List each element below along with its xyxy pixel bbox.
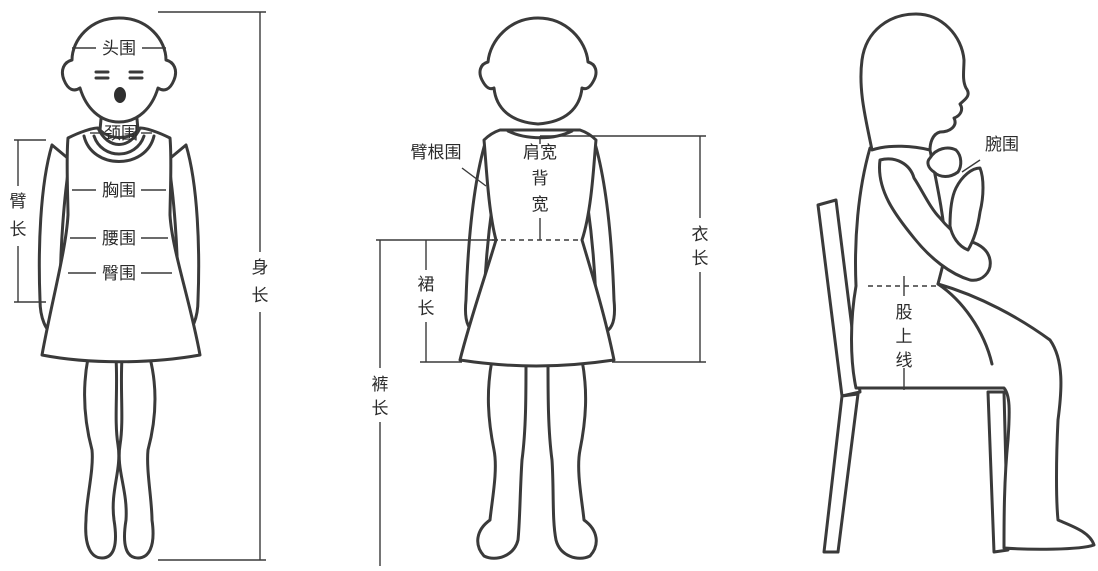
side-fist <box>926 146 963 178</box>
side-head <box>859 12 970 152</box>
side-thigh-line <box>936 282 994 366</box>
front-mouth <box>114 87 126 103</box>
label-chest-circumference: 胸围 <box>102 181 136 201</box>
label-wrist-circumference: 腕围 <box>985 135 1019 155</box>
front-right-leg <box>117 356 157 560</box>
label-height-2: 长 <box>252 286 269 306</box>
label-back-width-2: 宽 <box>532 195 549 215</box>
front-collar-inner <box>92 134 146 156</box>
back-head <box>478 16 598 126</box>
back-dress <box>458 128 616 368</box>
back-view-measure-lines <box>376 135 706 566</box>
front-view-measure-lines <box>14 11 266 561</box>
label-pants-length-2: 长 <box>372 399 389 419</box>
front-view-labels: 头围 颈围 胸围 腰围 臀围 臂 长 身 长 <box>10 39 269 306</box>
front-right-eye <box>128 70 144 80</box>
label-top-length-1: 衣 <box>692 225 709 245</box>
label-crotch-depth-3: 线 <box>896 351 913 371</box>
side-arm <box>877 157 992 282</box>
label-arm-length-1: 臂 <box>10 192 27 212</box>
label-top-length-2: 长 <box>692 249 709 269</box>
back-right-leg <box>546 358 598 560</box>
label-skirt-length-1: 裙 <box>418 275 435 295</box>
label-waist-circumference: 腰围 <box>102 229 136 249</box>
front-view-figure <box>37 16 202 560</box>
label-arm-length-2: 长 <box>10 220 27 240</box>
label-shoulder-width: 肩宽 <box>523 143 557 163</box>
front-left-eye <box>94 70 110 80</box>
label-back-width-1: 背 <box>532 169 549 189</box>
label-neck-circumference: 颈围 <box>104 124 138 144</box>
front-collar <box>82 134 156 163</box>
front-head <box>60 16 178 124</box>
label-head-circumference: 头围 <box>102 39 136 59</box>
front-left-leg <box>83 356 121 560</box>
side-forearm <box>948 166 985 252</box>
label-armhole-circumference: 臂根围 <box>411 143 462 163</box>
chair-back <box>816 198 862 398</box>
back-view-figure <box>458 16 616 560</box>
back-left-leg <box>476 358 528 560</box>
back-view-labels: 臂根围 肩宽 背 宽 衣 长 裙 长 裤 长 <box>372 143 709 419</box>
front-dress <box>40 126 202 364</box>
label-skirt-length-2: 长 <box>418 299 435 319</box>
label-crotch-depth-2: 上 <box>896 327 913 347</box>
side-view-measure-lines <box>868 159 981 390</box>
label-hip-circumference: 臀围 <box>102 264 136 284</box>
side-view-figure <box>816 12 1096 554</box>
label-pants-length-1: 裤 <box>372 375 389 395</box>
side-view-labels: 腕围 股 上 线 <box>896 135 1020 371</box>
chair-rear-leg <box>822 392 860 554</box>
label-height-1: 身 <box>252 258 269 278</box>
label-crotch-depth-1: 股 <box>896 303 913 323</box>
